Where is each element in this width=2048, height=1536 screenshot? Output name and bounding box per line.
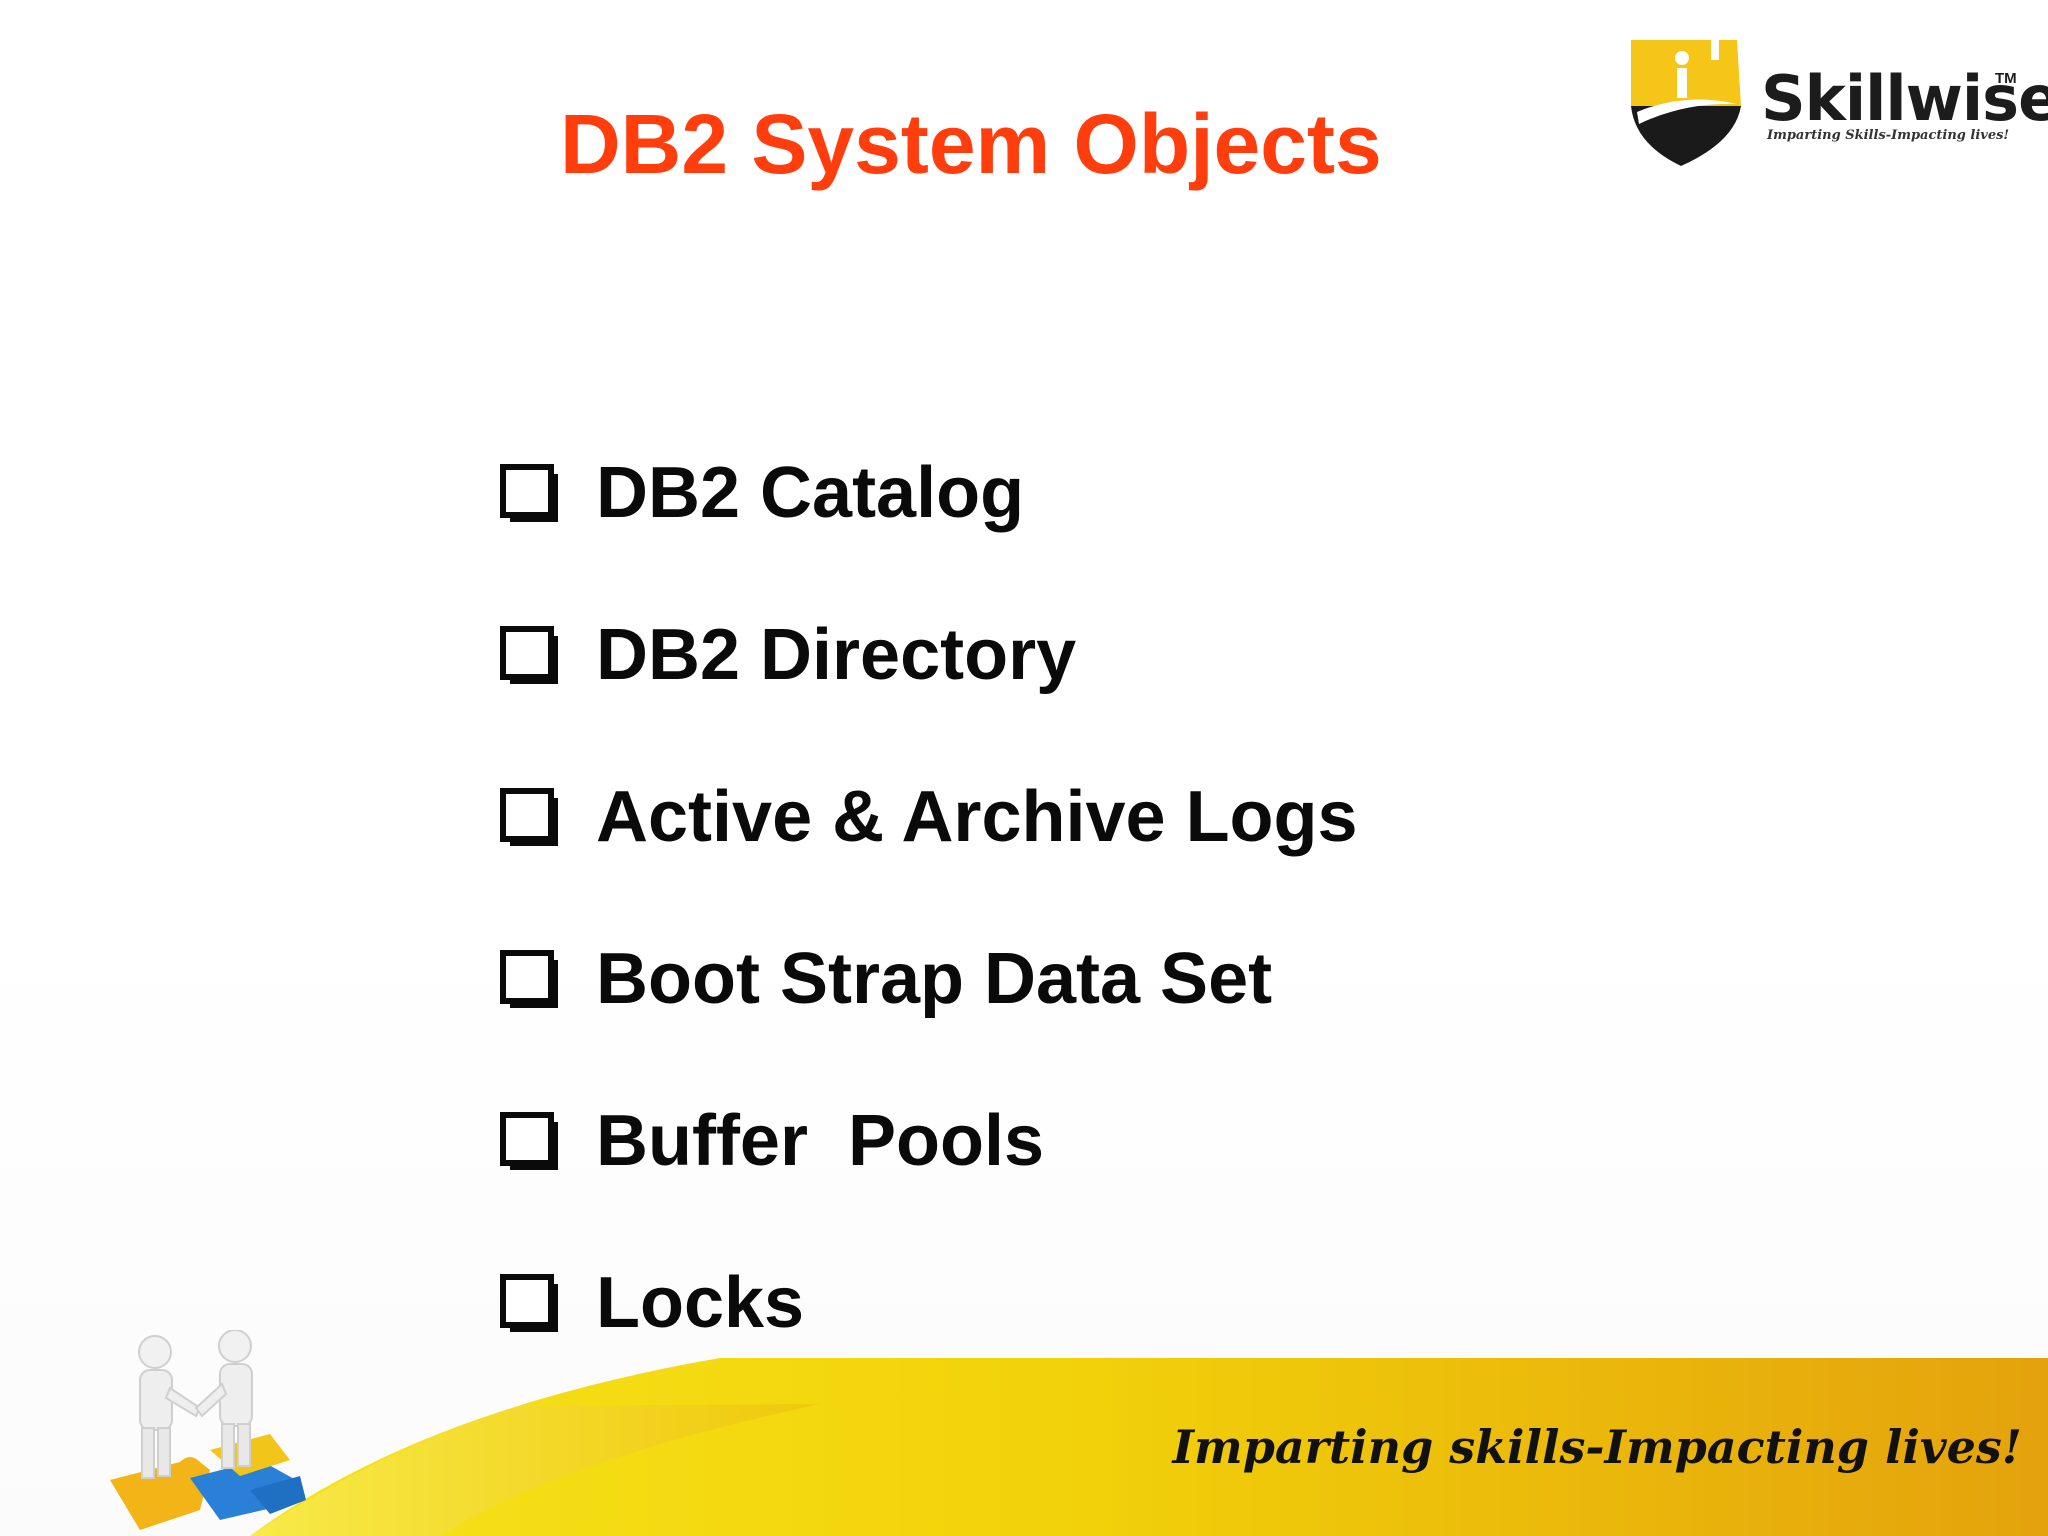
bullet-label: Active & Archive Logs	[596, 777, 1358, 857]
logo-tagline: Imparting Skills-Impacting lives!	[1767, 128, 2010, 143]
shield-logo-icon	[1631, 38, 1741, 166]
checkbox-square-icon	[500, 626, 562, 688]
slide-title: DB2 System Objects	[560, 97, 1382, 191]
footer-swoosh	[250, 1358, 2048, 1536]
bullet-list: DB2 Catalog DB2 Directory Active & Archi…	[500, 448, 1358, 1420]
bullet-item: Locks	[500, 1258, 1358, 1420]
checkbox-square-icon	[500, 1274, 562, 1336]
logo-trademark: TM	[1995, 70, 2017, 87]
logo-name: Skillwise	[1761, 62, 2048, 135]
bullet-item: Boot Strap Data Set	[500, 934, 1358, 1096]
bullet-label: Buffer Pools	[596, 1101, 1045, 1181]
checkbox-square-icon	[500, 464, 562, 526]
bullet-label: Locks	[596, 1263, 805, 1343]
bullet-label: Boot Strap Data Set	[596, 939, 1273, 1019]
bullet-item: Buffer Pools	[500, 1096, 1358, 1258]
checkbox-square-icon	[500, 950, 562, 1012]
bullet-label: DB2 Directory	[596, 615, 1077, 695]
bullet-item: DB2 Catalog	[500, 448, 1358, 610]
footer-tagline: Imparting skills-Impacting lives!	[1172, 1420, 2022, 1474]
checkbox-square-icon	[500, 1112, 562, 1174]
bullet-item: Active & Archive Logs	[500, 772, 1358, 934]
bullet-item: DB2 Directory	[500, 610, 1358, 772]
handshake-puzzle-icon	[100, 1329, 310, 1536]
checkbox-square-icon	[500, 788, 562, 850]
footer-band: Imparting skills-Impacting lives!	[0, 1340, 2048, 1536]
skillwise-logo: Skillwise TM Imparting Skills-Impacting …	[1625, 32, 2048, 172]
bullet-label: DB2 Catalog	[596, 453, 1025, 533]
